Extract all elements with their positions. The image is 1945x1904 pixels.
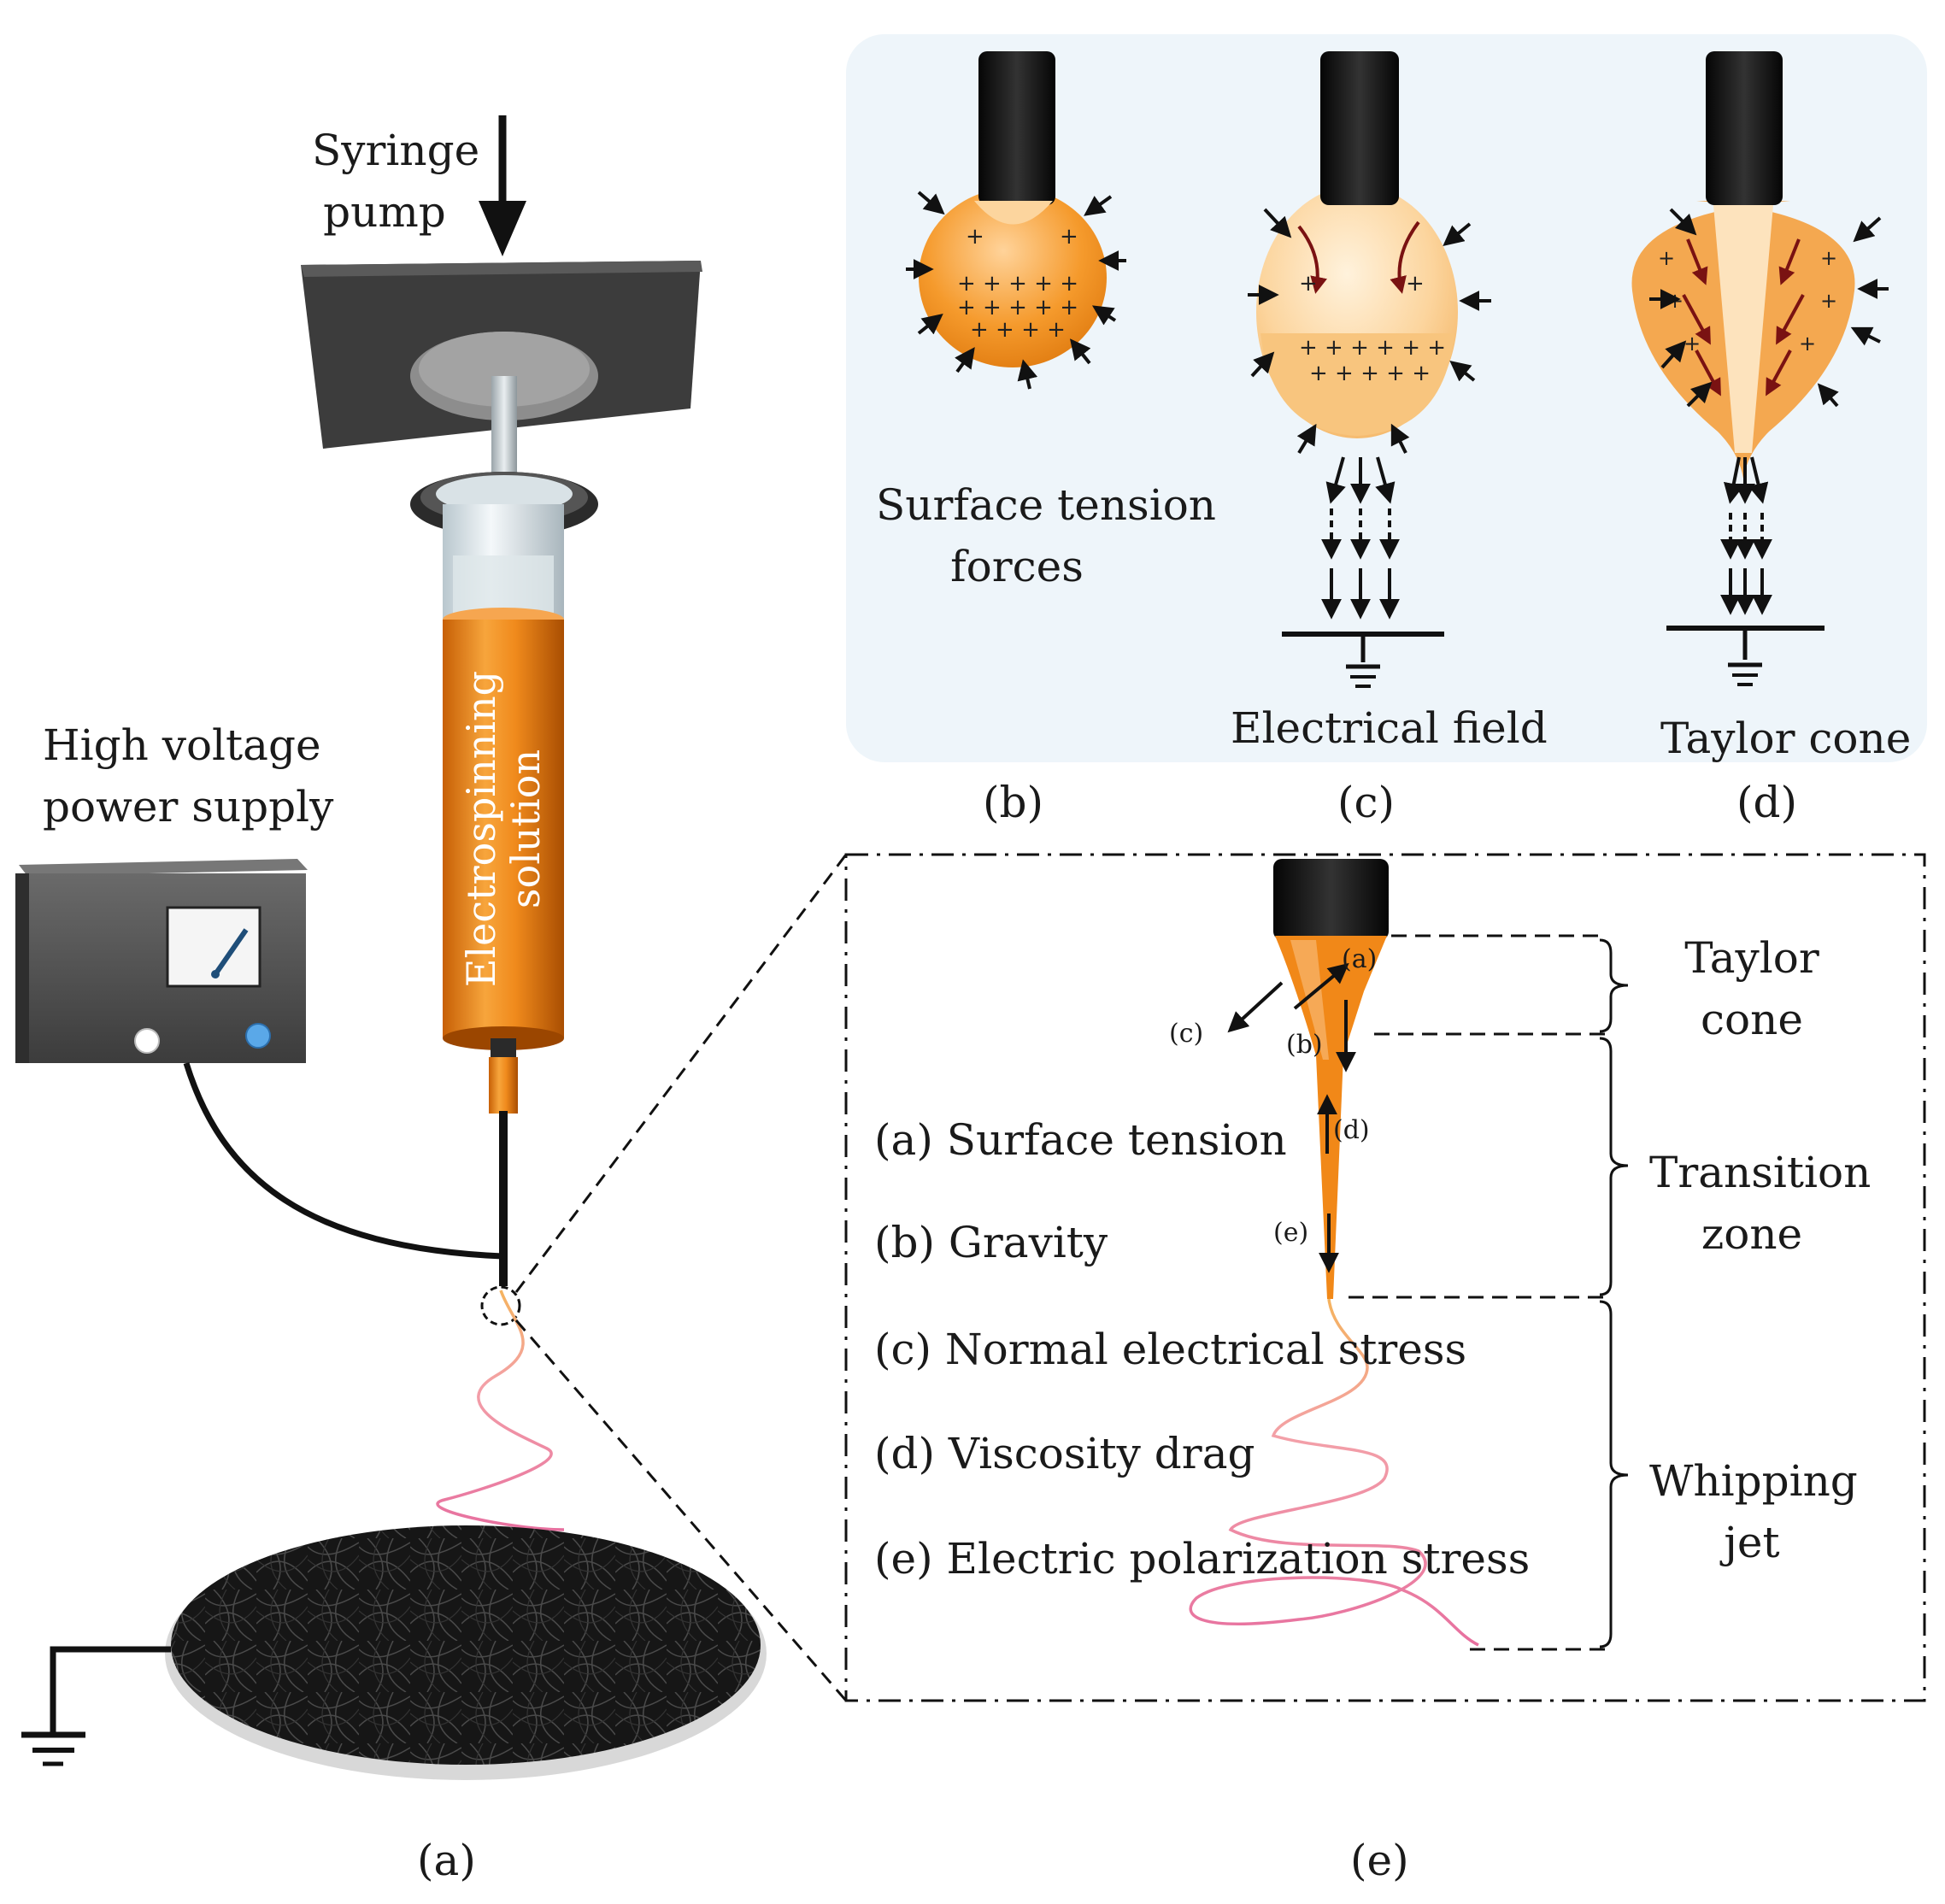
high-voltage-power-supply: [15, 859, 308, 1063]
zone-whipping-line2: jet: [1724, 1518, 1780, 1567]
cone-marker-d: (d): [1333, 1115, 1370, 1145]
caption-a: (a): [417, 1836, 476, 1885]
svg-text:+: +: [1684, 332, 1701, 356]
cone-marker-b: (b): [1286, 1030, 1323, 1060]
ground-icon: [21, 1646, 171, 1766]
force-arrows-e: [1227, 962, 1356, 1273]
ground-c-icon: [1282, 632, 1444, 688]
syringe-pump-label: Syringe pump: [312, 120, 480, 243]
legend-gravity: (b) Gravity: [874, 1218, 1108, 1267]
nozzle-d: [1706, 51, 1783, 205]
electrospinning-label-line2: solution: [502, 749, 549, 909]
syringe-tip: [489, 1057, 518, 1114]
nozzle-e: [1273, 859, 1389, 940]
nozzle-c: [1320, 51, 1399, 205]
zone-taylor-cone-label: Taylor cone: [1649, 927, 1854, 1050]
surface-tension-arrows: [906, 191, 1126, 390]
svg-text:+: +: [1799, 332, 1816, 356]
svg-text:+ + + + + +: + + + + + +: [1299, 335, 1446, 361]
svg-text:+ + + + +: + + + + +: [957, 295, 1078, 320]
electrical-field-label: Electrical field: [1231, 703, 1548, 753]
zone-taylor-line2: cone: [1701, 995, 1803, 1044]
panel-e-cone: [1189, 859, 1479, 1647]
legend-surface-tension: (a) Surface tension: [874, 1115, 1287, 1165]
legend-viscosity-drag: (d) Viscosity drag: [874, 1429, 1255, 1478]
power-knob-blue: [245, 1023, 271, 1049]
jet-spiral: [436, 1290, 565, 1531]
field-lines-d: [1682, 238, 1805, 397]
svg-text:+: +: [1820, 289, 1837, 313]
svg-text:+: +: [1406, 271, 1425, 297]
zoom-line-bottom: [514, 1319, 848, 1701]
dial-needle-icon: [213, 928, 249, 976]
surface-tension-line2: forces: [950, 542, 1084, 591]
electrospinning-label-line1: Electrospinning: [458, 670, 504, 988]
svg-text:+: +: [1060, 224, 1078, 250]
zone-transition-line1: Transition: [1649, 1148, 1872, 1197]
surface-tension-label: Surface tension forces: [876, 474, 1216, 597]
zoom-line-top: [514, 854, 848, 1293]
panel-d-taylor-cone: ++ ++ ++: [1631, 51, 1889, 686]
fiber-collector: [165, 1525, 767, 1780]
svg-text:+ + + + +: + + + + +: [1309, 361, 1431, 386]
voltmeter-dial: [166, 906, 261, 988]
pump-arrow-icon: [479, 115, 526, 256]
electrospinning-solution-barrel: [443, 608, 564, 1050]
whipping-jet-spiral: [1189, 1298, 1479, 1647]
svg-text:+: +: [1299, 271, 1318, 297]
force-arrows-c: [1248, 208, 1491, 455]
field-down-arrows-d: [1720, 456, 1772, 615]
zone-transition-label: Transition zone: [1649, 1142, 1872, 1265]
zone-taylor-line1: Taylor: [1684, 933, 1819, 983]
legend-normal-electrical-stress: (c) Normal electrical stress: [874, 1325, 1467, 1374]
high-voltage-label-line1: High voltage: [43, 720, 321, 770]
taylor-cone-label: Taylor cone: [1660, 714, 1912, 763]
syringe-pump-label-line2: pump: [323, 187, 446, 237]
caption-c: (c): [1337, 778, 1396, 827]
field-down-arrows-c: [1321, 456, 1400, 620]
syringe-tip-ring: [491, 1038, 516, 1057]
charges-b: ++ + + + + ++ + + + + + + + +: [957, 224, 1078, 343]
legend-electric-polarization-stress: (e) Electric polarization stress: [874, 1534, 1531, 1584]
needle: [499, 1111, 508, 1286]
svg-text:+: +: [1658, 246, 1675, 270]
syringe-pump-label-line1: Syringe: [312, 126, 480, 175]
electrospinning-solution-label: Electrospinning solution: [458, 670, 549, 988]
svg-text:+ + + +: + + + +: [970, 317, 1066, 343]
svg-text:+ + + + +: + + + + +: [957, 271, 1078, 297]
high-voltage-label-line2: power supply: [43, 782, 334, 832]
zoom-circle: [480, 1285, 521, 1326]
zone-brackets: [1349, 934, 1629, 1651]
power-knob-white: [134, 1028, 160, 1054]
charges-c: + + + + + + + + + + + + +: [1299, 271, 1446, 386]
high-voltage-label: High voltage power supply: [43, 714, 333, 837]
caption-d: (d): [1736, 778, 1798, 827]
caption-e: (e): [1350, 1836, 1409, 1885]
svg-text:+: +: [1820, 246, 1837, 270]
zone-whipping-line1: Whipping: [1649, 1456, 1858, 1506]
zone-whipping-jet-label: Whipping jet: [1649, 1450, 1858, 1573]
nozzle-b: [978, 51, 1055, 205]
panel-b-drop: ++ + + + + ++ + + + + + + + +: [906, 51, 1126, 390]
hv-cable: [183, 1061, 503, 1260]
cone-marker-e: (e): [1273, 1218, 1309, 1248]
force-arrows-d: [1649, 208, 1889, 408]
svg-text:+: +: [966, 224, 984, 250]
panel-c-drop: + + + + + + + + + + + + +: [1248, 51, 1491, 688]
field-lines-c: [1297, 220, 1420, 294]
zone-transition-line2: zone: [1701, 1209, 1803, 1259]
surface-tension-line1: Surface tension: [876, 480, 1216, 530]
caption-b: (b): [983, 778, 1044, 827]
cone-marker-a: (a): [1342, 944, 1378, 974]
cone-marker-c: (c): [1169, 1019, 1204, 1049]
panel-a-apparatus: [15, 115, 848, 1780]
panel-e-frame: [844, 853, 1926, 1702]
ground-d-icon: [1666, 626, 1825, 686]
